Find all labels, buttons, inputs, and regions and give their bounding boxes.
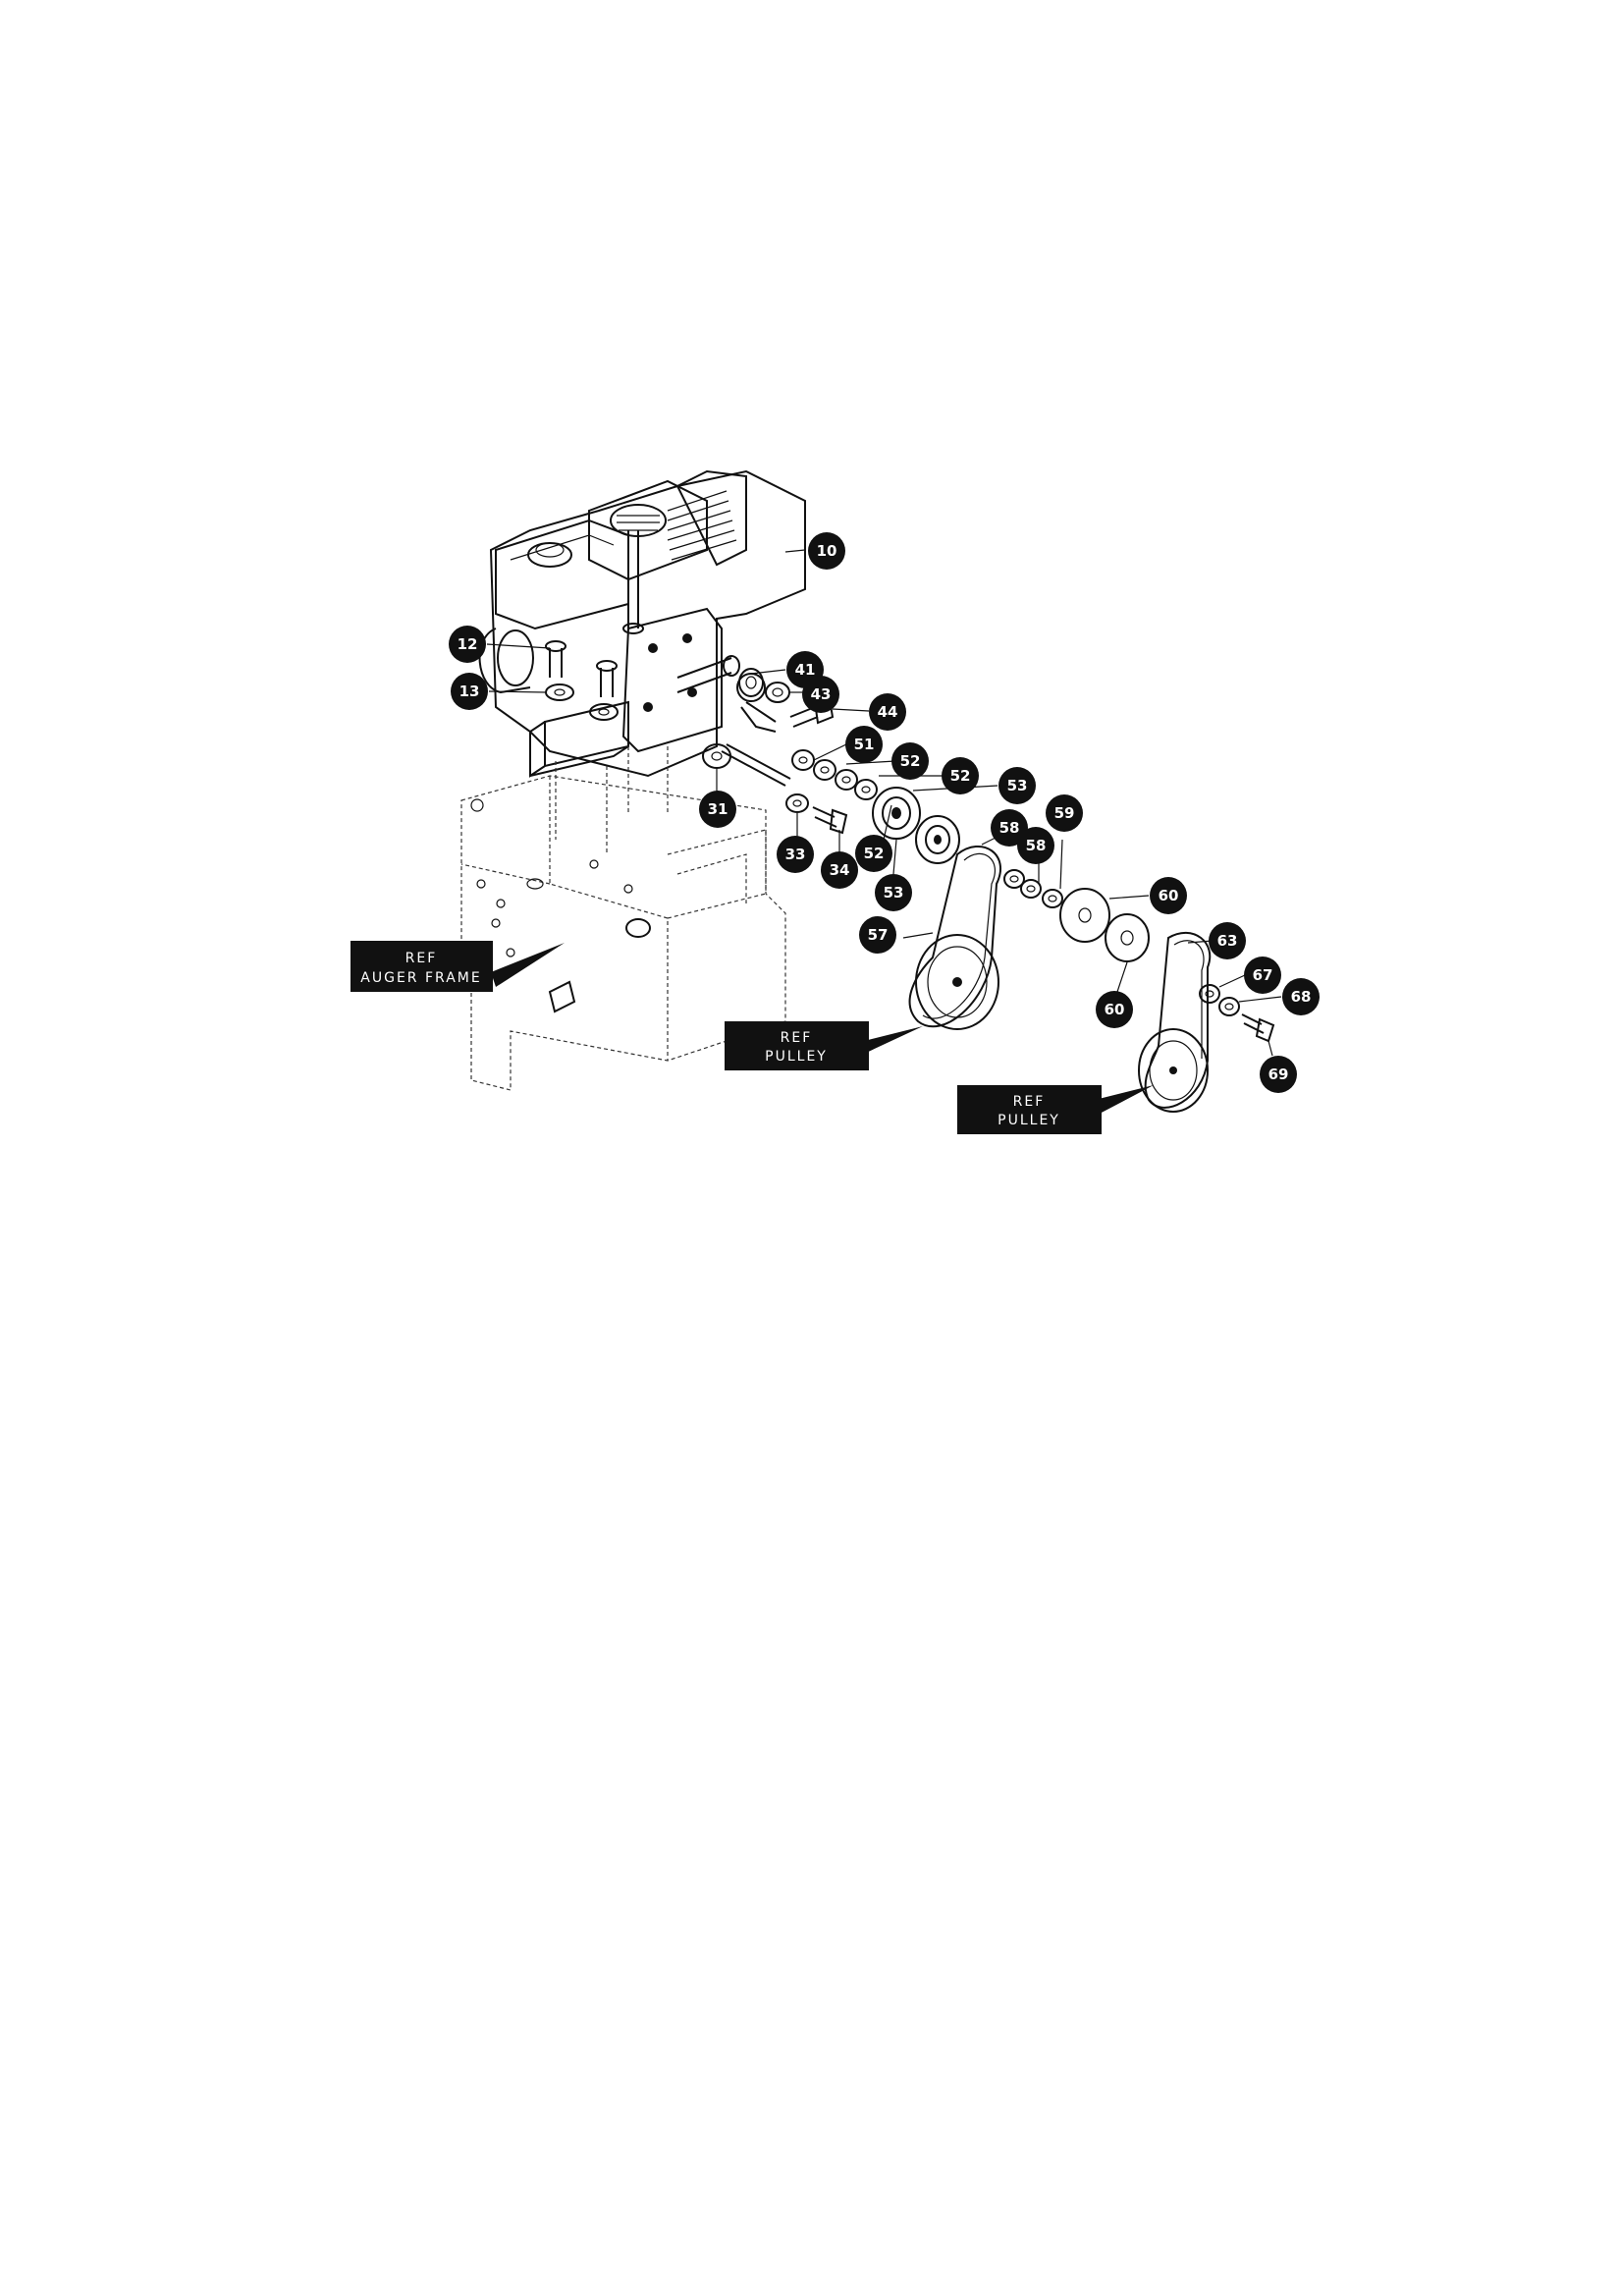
svg-text:31: 31 — [708, 800, 728, 818]
svg-text:13: 13 — [459, 683, 480, 700]
svg-text:52: 52 — [864, 845, 885, 862]
callout: 52 — [942, 757, 979, 794]
svg-text:57: 57 — [868, 926, 889, 944]
svg-text:34: 34 — [830, 861, 850, 879]
svg-text:12: 12 — [458, 635, 478, 653]
callout: 59 — [1046, 794, 1083, 832]
svg-text:60: 60 — [1159, 887, 1179, 904]
callout: 10 — [808, 532, 845, 570]
ref-auger-line2: AUGER FRAME — [360, 970, 481, 986]
svg-text:33: 33 — [785, 846, 806, 863]
callout: 60 — [1150, 877, 1187, 914]
callout: 43 — [802, 676, 839, 713]
svg-text:43: 43 — [811, 685, 832, 703]
svg-text:10: 10 — [817, 542, 837, 560]
callout: 53 — [998, 767, 1036, 804]
svg-text:67: 67 — [1253, 966, 1273, 984]
callout: 69 — [1260, 1056, 1297, 1093]
ref-pulley1-line1: REF — [781, 1030, 813, 1046]
callout: 58 — [991, 809, 1028, 847]
belt-1 — [908, 845, 1002, 1030]
callout: 13 — [451, 673, 488, 710]
callout: 31 — [699, 791, 736, 828]
callout: 58 — [1017, 827, 1054, 864]
ref-pulley2-line2: PULLEY — [998, 1113, 1060, 1128]
belt-2 — [1138, 931, 1212, 1113]
svg-text:52: 52 — [900, 752, 921, 770]
callout: 57 — [859, 916, 896, 954]
svg-text:60: 60 — [1105, 1001, 1125, 1018]
callout: 68 — [1282, 978, 1320, 1015]
callout: 52 — [891, 742, 929, 780]
ref-label-pulley-1: REF PULLEY — [725, 1021, 869, 1070]
callout: 63 — [1209, 922, 1246, 959]
svg-text:53: 53 — [1007, 777, 1028, 794]
callout: 51 — [845, 726, 883, 763]
svg-text:69: 69 — [1268, 1066, 1289, 1083]
svg-text:51: 51 — [854, 736, 875, 753]
svg-text:58: 58 — [1026, 837, 1047, 854]
ref-auger-line1: REF — [405, 951, 438, 966]
callout: 60 — [1096, 991, 1133, 1028]
ref-label-pulley-2: REF PULLEY — [957, 1085, 1102, 1134]
callout: 53 — [875, 874, 912, 911]
shaft-parts — [702, 668, 1275, 1043]
ref-label-auger-frame: REF AUGER FRAME — [351, 941, 493, 992]
svg-text:59: 59 — [1054, 804, 1075, 822]
ref-pulley2-line1: REF — [1013, 1094, 1046, 1110]
callout: 44 — [869, 693, 906, 731]
callouts: 10 12 13 41 43 44 51 52 52 52 53 53 31 3… — [449, 532, 1320, 1093]
svg-text:52: 52 — [950, 767, 971, 785]
ref-pulley1-line2: PULLEY — [765, 1049, 828, 1065]
svg-text:44: 44 — [878, 703, 898, 721]
svg-text:68: 68 — [1291, 988, 1312, 1006]
svg-text:41: 41 — [795, 661, 816, 679]
leader-lines — [486, 549, 1282, 1057]
callout: 12 — [449, 626, 486, 663]
callout: 52 — [855, 835, 892, 872]
engine-assembly — [478, 469, 806, 778]
svg-text:53: 53 — [884, 884, 904, 902]
callout: 33 — [777, 836, 814, 873]
callout: 34 — [821, 851, 858, 889]
callout: 67 — [1244, 957, 1281, 994]
svg-text:58: 58 — [999, 819, 1020, 837]
svg-text:63: 63 — [1217, 932, 1238, 950]
